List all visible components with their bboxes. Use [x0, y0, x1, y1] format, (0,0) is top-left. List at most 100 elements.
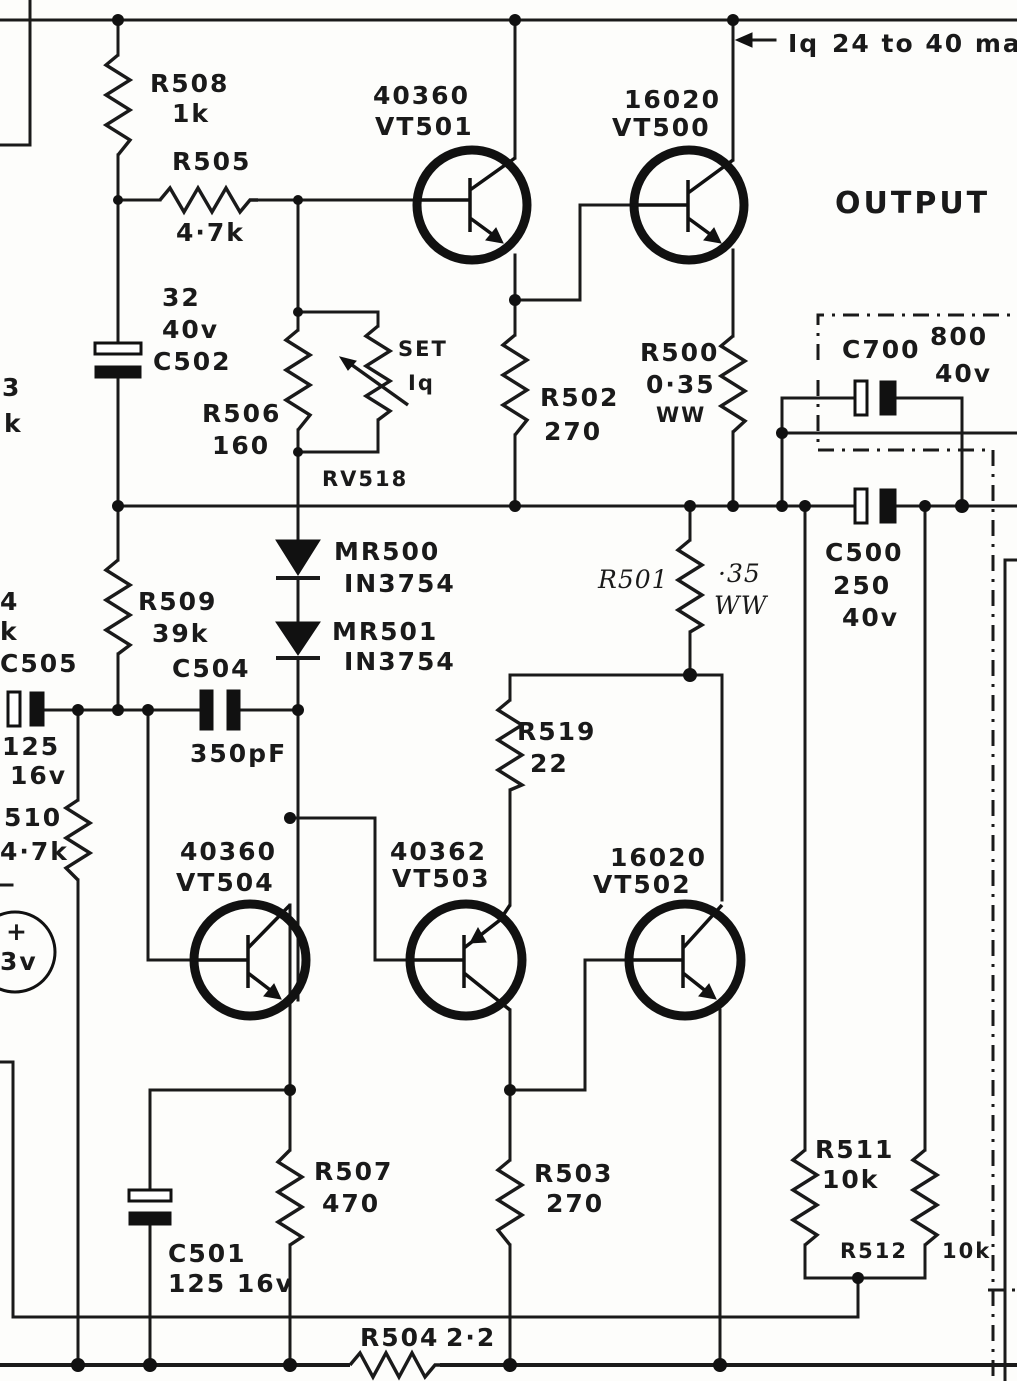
set-label: SET	[398, 337, 448, 361]
left-label-3: 3	[2, 373, 21, 402]
r501-label: R501	[597, 565, 669, 594]
mr501-diode	[275, 621, 321, 660]
r501-resistor	[674, 538, 706, 634]
vt504-label: VT504	[176, 868, 275, 897]
r510-resistor	[62, 798, 94, 882]
c700-capacitor	[853, 379, 897, 417]
svg-text:Iq: Iq	[788, 29, 819, 58]
c500-capacitor	[853, 487, 897, 525]
vt502-type: 16020	[610, 843, 707, 872]
vt501-label: VT501	[375, 112, 474, 141]
r509-value: 39k	[152, 619, 209, 648]
iq-range-label: 24 to 40 ma	[832, 29, 1017, 58]
c500-label: C500	[825, 538, 904, 567]
iq-arrow	[734, 32, 777, 48]
r511-resistor	[789, 1148, 821, 1247]
c505-label: C505	[0, 649, 79, 678]
r500-value: 0·35	[646, 370, 716, 399]
c504-value: 350pF	[190, 739, 287, 768]
mr500-type: IN3754	[344, 569, 456, 598]
c505-value-2: 16v	[10, 761, 67, 790]
r501-ww: WW	[714, 591, 769, 620]
r501-value: ·35	[718, 559, 761, 588]
c501-value: 125 16v	[168, 1269, 294, 1298]
r519-label: R519	[517, 717, 596, 746]
vt504-transistor	[189, 899, 311, 1021]
mr501-label: MR501	[332, 617, 438, 646]
c700-value-1: 800	[930, 322, 988, 351]
r505-value: 4·7k	[176, 218, 245, 247]
r519-value: 22	[530, 749, 569, 778]
vt500-type: 16020	[624, 85, 721, 114]
r504-label: R504	[360, 1323, 439, 1352]
vt502-label: VT502	[593, 870, 692, 899]
r504-value: 2·2	[446, 1323, 496, 1352]
c700-value-2: 40v	[935, 359, 992, 388]
rv518-arrow	[344, 358, 409, 407]
resistors	[62, 53, 941, 1381]
c500-value-1: 250	[833, 571, 891, 600]
r508-value: 1k	[172, 99, 210, 128]
r506-resistor	[282, 328, 314, 432]
vt502-transistor	[624, 899, 746, 1021]
mr500-label: MR500	[334, 537, 440, 566]
vt500-transistor	[629, 145, 749, 265]
r506-label: R506	[202, 399, 281, 428]
c505-capacitor	[6, 690, 45, 728]
r502-resistor	[499, 333, 531, 437]
c501-label: C501	[168, 1239, 247, 1268]
r512-resistor	[909, 1148, 941, 1247]
r510-value: 4·7k	[0, 837, 69, 866]
r512-label: R512	[840, 1239, 908, 1263]
r502-label: R502	[540, 383, 619, 412]
c504-label: C504	[172, 654, 251, 683]
rv518-potentiometer	[362, 324, 394, 422]
r509-resistor	[102, 558, 134, 656]
r512-value: 10k	[942, 1239, 991, 1263]
mr500-diode	[275, 539, 321, 580]
vt503-label: VT503	[392, 864, 491, 893]
set-iq-label: Iq	[408, 371, 435, 395]
capacitors	[6, 341, 897, 1226]
r508-label: R508	[150, 69, 229, 98]
r505-resistor	[158, 184, 258, 216]
c502-value-1: 32	[162, 283, 201, 312]
r508-resistor	[102, 53, 134, 157]
r511-label: R511	[815, 1135, 894, 1164]
r510-label: 510	[4, 803, 62, 832]
transistors	[189, 145, 749, 1021]
vt503-type: 40362	[390, 837, 487, 866]
r507-value: 470	[322, 1189, 380, 1218]
battery-value: 3v	[0, 947, 38, 976]
c700-label: C700	[842, 335, 921, 364]
junction-dots	[71, 14, 969, 1372]
iq-symbol: Iq	[788, 29, 819, 58]
r502-value: 270	[544, 417, 602, 446]
diodes	[275, 539, 321, 660]
left-label-k1: k	[4, 409, 23, 438]
left-label-k2: k	[0, 617, 19, 646]
r503-value: 270	[546, 1189, 604, 1218]
c502-capacitor	[93, 341, 143, 379]
r509-label: R509	[138, 587, 217, 616]
dashed-boundary	[816, 313, 1017, 1381]
r511-value: 10k	[822, 1165, 879, 1194]
vt504-type: 40360	[180, 837, 277, 866]
vt500-label: VT500	[612, 113, 711, 142]
c500-value-2: 40v	[842, 603, 899, 632]
r500-label: R500	[640, 338, 719, 367]
output-label: OUTPUT	[835, 186, 990, 221]
mr501-type: IN3754	[344, 647, 456, 676]
r503-resistor	[494, 1158, 526, 1247]
labels: Iq 24 to 40 ma OUTPUT R508 1k R505 4·7k …	[0, 29, 1017, 1352]
c501-capacitor	[127, 1188, 173, 1226]
r507-label: R507	[314, 1157, 393, 1186]
rv518-label: RV518	[322, 467, 408, 491]
c502-label: C502	[153, 347, 232, 376]
r506-value: 160	[212, 431, 270, 460]
r500-ww: WW	[656, 403, 706, 427]
r504-resistor	[348, 1349, 440, 1381]
r500-resistor	[717, 334, 749, 434]
